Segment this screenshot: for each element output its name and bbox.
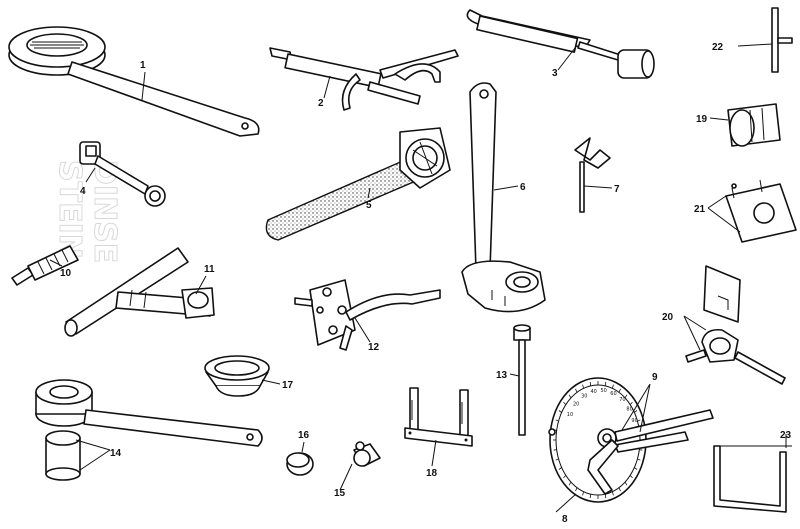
callout-11: 11	[204, 264, 215, 275]
callout-13: 13	[496, 370, 508, 381]
dial-tick	[558, 410, 562, 413]
tool-13-long-bolt	[513, 324, 531, 436]
callout-15: 15	[334, 488, 346, 499]
tool-7-hook-key	[574, 137, 611, 213]
dial-mark: 60	[610, 391, 616, 397]
tool-3-puller	[466, 9, 655, 79]
dial-mark: 90	[631, 418, 637, 424]
callout-6: 6	[520, 182, 526, 193]
dial-mark: 40	[591, 389, 597, 395]
callout-10: 10	[60, 268, 72, 279]
callout-5: 5	[366, 200, 372, 211]
dial-tick	[612, 384, 614, 389]
dial-mark: 30	[581, 394, 587, 400]
callout-20: 20	[662, 312, 674, 323]
dial-tick	[612, 491, 614, 496]
dial-tick	[563, 475, 567, 479]
dial-mark: 20	[573, 402, 579, 408]
tool-23-rod-frame	[713, 445, 792, 513]
callout-21: 21	[694, 204, 706, 215]
callout-3: 3	[552, 68, 558, 79]
dial-tick	[604, 381, 607, 386]
dial-tick	[618, 487, 621, 492]
callout-12: 12	[368, 342, 380, 353]
dial-tick	[558, 467, 562, 470]
dial-tick	[624, 394, 628, 399]
tool-1-ring-spanner	[8, 26, 260, 137]
tool-2-sliding-tool	[269, 47, 459, 111]
watermark-line1: STEIN	[52, 160, 87, 259]
callout-22: 22	[712, 42, 724, 53]
callout-2: 2	[318, 98, 324, 109]
tool-6-lever-socket	[461, 82, 546, 313]
dial-tick	[582, 491, 584, 496]
leader-lines	[49, 43, 787, 513]
dial-tick	[555, 419, 559, 422]
callout-8: 8	[562, 514, 568, 525]
dial-tick	[618, 388, 621, 393]
dial-tick	[629, 401, 633, 405]
dial-tick	[637, 419, 641, 422]
dial-tick	[639, 449, 643, 451]
tool-19-split-collar	[727, 103, 781, 147]
dial-tick	[589, 494, 592, 499]
watermark: STEIN DINSE	[52, 160, 123, 264]
callout-19: 19	[696, 114, 708, 125]
dial-tick	[575, 388, 578, 393]
tool-5-socket-wrench	[265, 127, 451, 241]
callout-labels: 1 2 3 4 5 6 7 8 9 10 11 12 13 14 15 16 1…	[60, 42, 792, 525]
dial-mark: 70	[619, 397, 625, 403]
dial-mark: 50	[601, 388, 607, 394]
dial-tick	[624, 481, 628, 486]
callout-1: 1	[140, 60, 146, 71]
dial-tick	[589, 381, 592, 386]
callout-9: 9	[652, 372, 658, 383]
tool-4-small-spanner	[79, 141, 166, 207]
callout-4: 4	[80, 186, 86, 197]
dial-tick	[634, 410, 638, 413]
dial-tick	[582, 384, 584, 389]
tool-14-spanner-socket	[35, 379, 263, 481]
dial-tick	[555, 458, 559, 461]
dial-mark: 80	[626, 406, 632, 412]
tool-12-flange-holder	[294, 279, 441, 351]
tool-21-clamp-block	[725, 179, 797, 243]
callout-16: 16	[298, 430, 310, 441]
dial-tick	[553, 449, 557, 451]
tool-10-threaded-adapter	[11, 245, 79, 286]
dial-tick	[634, 467, 638, 470]
callout-23: 23	[780, 430, 792, 441]
tool-11-t-handle	[64, 247, 215, 337]
tool-18-holder	[404, 387, 473, 447]
callout-7: 7	[614, 184, 620, 195]
dial-tick	[568, 394, 572, 399]
dial-tick	[563, 401, 567, 405]
callout-18: 18	[426, 468, 438, 479]
dial-tick	[568, 481, 572, 486]
callout-14: 14	[110, 448, 122, 459]
dial-tick	[629, 475, 633, 479]
tool-16-nut	[286, 452, 314, 476]
tool-17-cup-socket	[204, 355, 270, 397]
dial-tick	[575, 487, 578, 492]
dial-mark: 10	[567, 412, 573, 418]
tool-20-plate-adapter	[685, 265, 786, 385]
tool-22-t-pin	[771, 7, 793, 73]
tool-15-pin	[353, 441, 381, 467]
dial-tick	[604, 494, 607, 499]
callout-17: 17	[282, 380, 294, 391]
dial-tick	[637, 458, 641, 461]
